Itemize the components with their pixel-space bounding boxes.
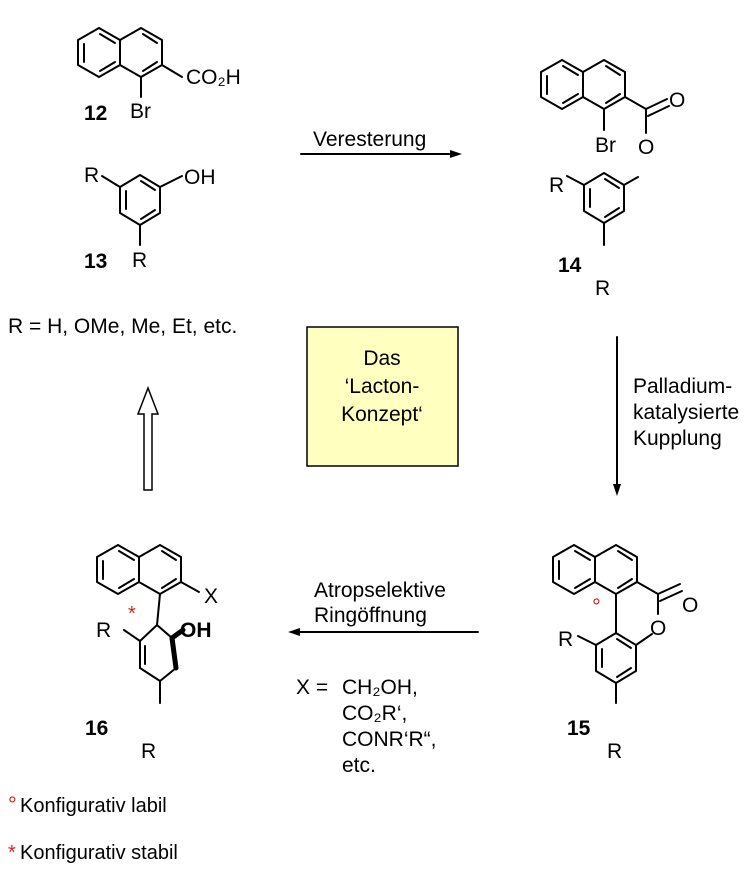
x-definition-line-1: CH₂OH, bbox=[342, 676, 418, 699]
compound-15-r-top: R bbox=[558, 628, 573, 651]
compound-13-r-bottom: R bbox=[132, 249, 147, 272]
legend-labile-symbol: ° bbox=[8, 792, 17, 817]
compound-16-bold-bond-oh bbox=[169, 627, 186, 641]
x-definition-line-3: CONR‘R“, bbox=[342, 728, 437, 751]
ring-opening-label-line-1: Atropselektive bbox=[314, 579, 446, 602]
x-definition-line-2: CO₂R‘, bbox=[342, 702, 407, 725]
compound-14-r-bottom: R bbox=[595, 277, 610, 300]
ring-opening-label-line-2: Ringöffnung bbox=[314, 604, 427, 627]
concept-box-line-2: ‘Lacton- bbox=[345, 375, 420, 398]
compound-13-r-top: R bbox=[84, 164, 99, 187]
hollow-up-arrow bbox=[136, 385, 160, 491]
compound-13-number: 13 bbox=[84, 250, 107, 273]
legend-labile-text: Konfigurativ labil bbox=[20, 795, 167, 817]
compound-15-ring-oxygen: O bbox=[650, 617, 666, 640]
legend-stable-text: Konfigurativ stabil bbox=[20, 842, 178, 864]
compound-14-carbonyl-oxygen: O bbox=[669, 89, 685, 112]
compound-14-r-top: R bbox=[549, 174, 564, 197]
coupling-label-line-1: Palladium- bbox=[633, 375, 732, 398]
x-definition-line-4: etc. bbox=[342, 754, 376, 777]
compound-15-r-bottom: R bbox=[607, 740, 622, 763]
compound-16-hydroxyl-label: OH bbox=[180, 619, 212, 642]
compound-15-number: 15 bbox=[567, 717, 591, 740]
coupling-arrowhead bbox=[613, 484, 621, 496]
compound-14-structure bbox=[540, 59, 670, 246]
compound-16-bold-bond-front bbox=[169, 635, 179, 671]
esterification-arrowhead bbox=[450, 150, 462, 158]
compound-15-structure bbox=[552, 544, 683, 704]
coupling-label-line-3: Kupplung bbox=[633, 427, 722, 450]
esterification-label: Veresterung bbox=[313, 128, 426, 151]
legend-stable-symbol: * bbox=[8, 842, 16, 864]
compound-13-structure bbox=[101, 174, 183, 246]
compound-12-carboxyl-label: CO₂H bbox=[186, 66, 241, 89]
compound-14-ester-oxygen: O bbox=[638, 136, 654, 159]
compound-16-number: 16 bbox=[85, 717, 108, 740]
compound-16-x-label: X bbox=[204, 585, 218, 608]
x-definition-prefix: X = bbox=[296, 676, 328, 699]
ring-opening-arrowhead bbox=[288, 628, 300, 636]
compound-16-structure bbox=[96, 544, 200, 704]
compound-14-number: 14 bbox=[558, 254, 582, 277]
compound-15-carbonyl-oxygen: O bbox=[682, 594, 698, 617]
coupling-label-line-2: katalysierte bbox=[633, 401, 739, 424]
compound-16-r-top: R bbox=[96, 619, 111, 642]
compound-12-structure bbox=[77, 27, 183, 98]
compound-12-number: 12 bbox=[84, 102, 107, 125]
r-group-definition: R = H, OMe, Me, Et, etc. bbox=[8, 315, 237, 338]
compound-13-hydroxyl-label: OH bbox=[184, 166, 216, 189]
compound-16-stable-marker: * bbox=[128, 603, 136, 625]
concept-box-line-3: Konzept‘ bbox=[341, 403, 423, 426]
compound-16-r-bottom: R bbox=[141, 740, 156, 763]
compound-14-bromo-label: Br bbox=[595, 134, 616, 157]
compound-15-labile-marker: ° bbox=[592, 594, 601, 619]
compound-12-bromo-label: Br bbox=[130, 100, 151, 123]
concept-box-line-1: Das bbox=[363, 347, 400, 370]
lactone-concept-box bbox=[306, 326, 459, 467]
